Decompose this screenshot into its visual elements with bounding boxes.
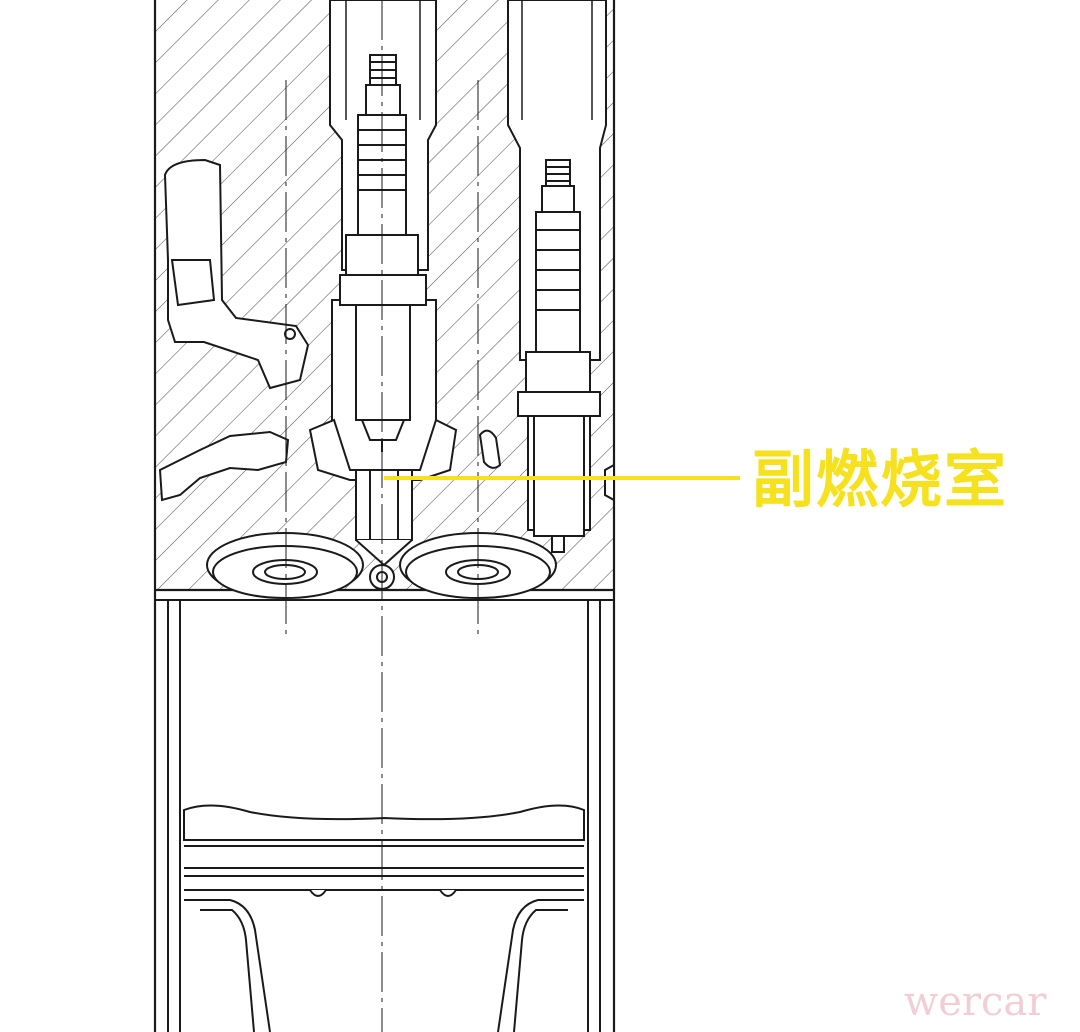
cylinder-liner bbox=[155, 599, 615, 1032]
pre-chamber bbox=[308, 418, 458, 590]
center-lines bbox=[285, 0, 479, 1032]
watermark: wercar bbox=[904, 979, 1047, 1025]
side-pocket bbox=[478, 429, 615, 502]
piston bbox=[183, 804, 585, 1032]
intake-valve bbox=[206, 532, 364, 599]
left-passage bbox=[158, 158, 310, 502]
callout-label-pre-chamber: 副燃烧室 bbox=[752, 443, 1009, 516]
